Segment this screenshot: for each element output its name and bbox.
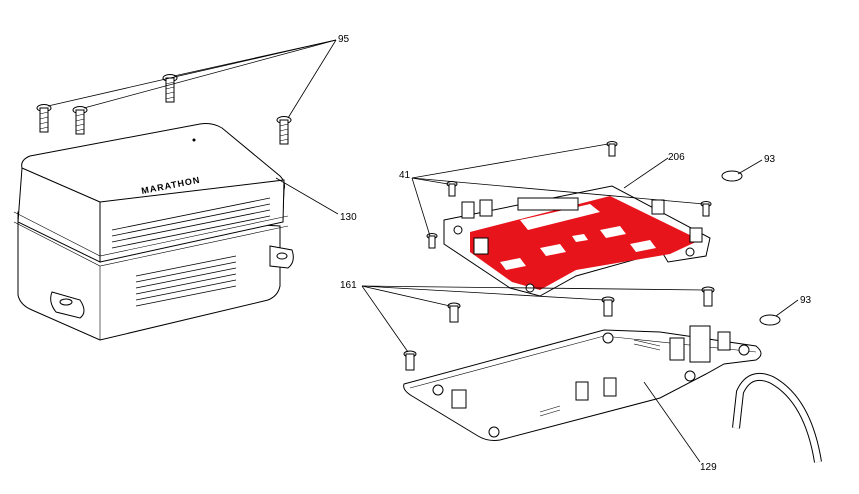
washer-93-b — [759, 314, 781, 326]
callout-129: 129 — [700, 462, 717, 473]
screw-95-a — [36, 104, 52, 133]
leader-lines — [47, 39, 799, 463]
callout-130: 130 — [340, 212, 357, 223]
screw-161-a — [447, 302, 461, 323]
screw-161-d — [403, 350, 417, 371]
base-connector-5 — [689, 325, 711, 363]
screw-95-b — [72, 106, 88, 135]
body-vents — [135, 255, 237, 307]
base-connector-4 — [669, 337, 685, 361]
screw-41-b — [446, 181, 458, 197]
callout-206: 206 — [668, 152, 685, 163]
callout-95: 95 — [338, 34, 350, 45]
washer-93-a — [721, 170, 743, 182]
pcb-connector-5 — [473, 237, 489, 255]
base-connector-3 — [603, 377, 617, 397]
base-plate-129 — [403, 325, 762, 441]
callout-93-b: 93 — [800, 295, 812, 306]
lid-vents — [111, 197, 271, 249]
screw-95-d — [276, 116, 292, 145]
pcb-connector-3 — [651, 199, 665, 215]
pcb-header — [517, 197, 579, 211]
base-connector-6 — [717, 331, 731, 351]
base-connector-1 — [451, 389, 467, 409]
screw-95-c — [162, 74, 178, 103]
callout-161: 161 — [340, 280, 357, 291]
pcb-connector-2 — [479, 199, 493, 217]
base-connector-2 — [575, 381, 589, 401]
callout-93-a: 93 — [764, 154, 776, 165]
enclosure-130: MARATHON — [13, 123, 294, 341]
pcb-206 — [443, 185, 711, 297]
screw-41-c — [426, 233, 438, 249]
pcb-connector-1 — [461, 201, 475, 219]
pcb-components — [470, 196, 700, 290]
pcb-connector-4 — [689, 227, 703, 243]
callout-41: 41 — [399, 170, 411, 181]
screw-41-a — [606, 141, 618, 157]
